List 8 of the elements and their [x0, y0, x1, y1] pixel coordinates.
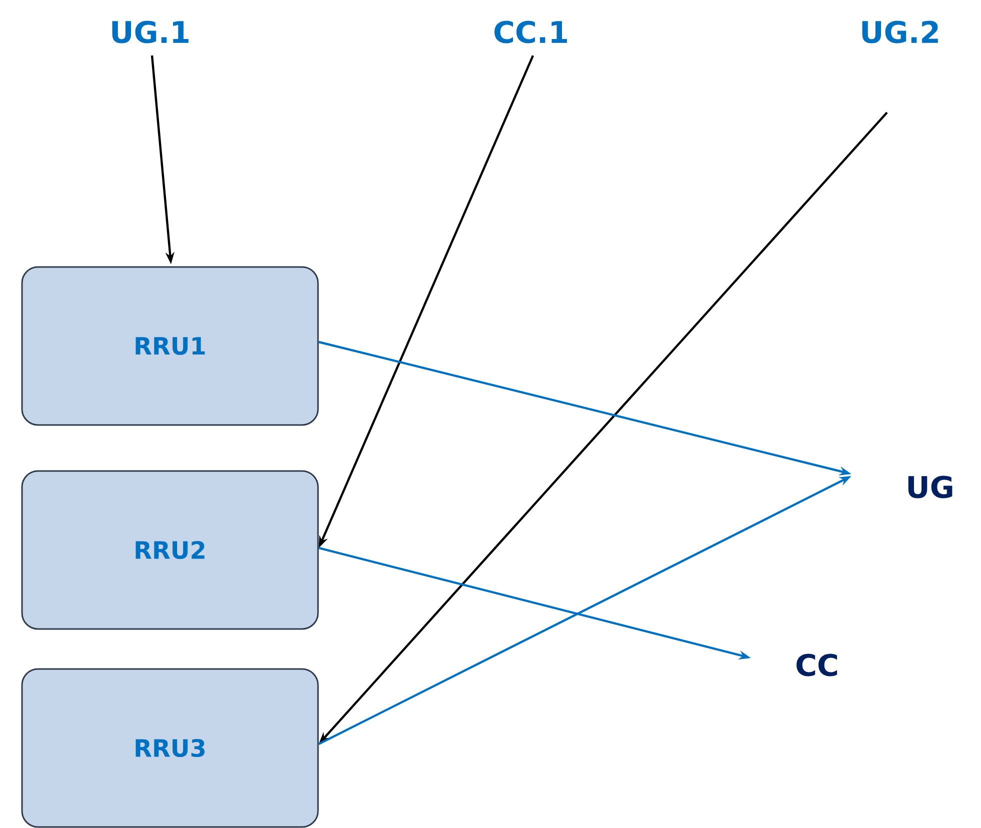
heading-label: UG.2 — [862, 20, 938, 44]
heading-label: CC.1 — [494, 20, 567, 44]
rru-box: RRU1 — [21, 266, 319, 426]
heading-label: UG.1 — [112, 20, 188, 44]
rru-box: RRU3 — [21, 668, 319, 828]
output-label: UG — [908, 476, 952, 498]
output-label: CC — [796, 654, 838, 676]
rru-box: RRU2 — [21, 470, 319, 630]
